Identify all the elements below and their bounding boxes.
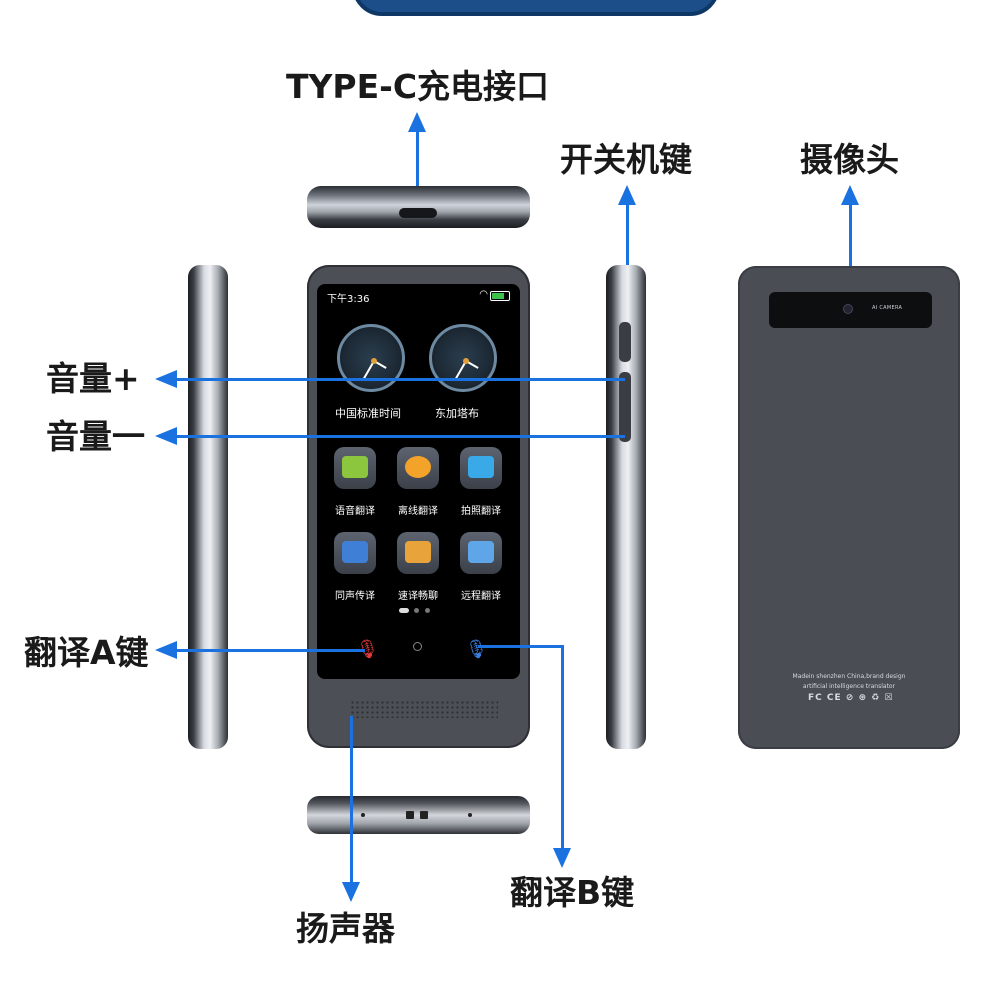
app-label: 拍照翻译 (461, 506, 501, 517)
app-label: 语音翻译 (335, 506, 375, 517)
app-label: 远程翻译 (461, 591, 501, 602)
typec-label: TYPE-C充电接口 (286, 67, 550, 106)
camera-line (849, 203, 852, 303)
app-label: 离线翻译 (398, 506, 438, 517)
messages-icon (405, 541, 431, 563)
mic-b-icon[interactable]: 🎙 (465, 639, 488, 660)
clock-icon (429, 324, 497, 392)
typec-line (416, 130, 419, 210)
clock-name-1: 中国标准时间 (335, 407, 401, 420)
vol-down-arrow (155, 427, 177, 445)
app-offline-translate[interactable] (397, 447, 439, 489)
translate-b-line-v (561, 645, 564, 850)
clock-name-2: 东加塔布 (435, 407, 479, 420)
app-photo-translate[interactable] (460, 447, 502, 489)
vol-down-line (175, 435, 625, 438)
phone-screen: 下午3:36 ◠ 中国标准时间 东加塔布 语音翻译 离线翻译 拍照翻译 同声传译… (317, 284, 520, 679)
back-text-line1: Madein shenzhen China,brand design (792, 673, 906, 680)
chat-bubble-icon (342, 456, 368, 478)
headset-icon (342, 541, 368, 563)
wifi-icon: ◠ (479, 289, 488, 300)
speaker-arrow (342, 882, 360, 902)
power-label: 开关机键 (560, 140, 692, 179)
certification-marks: FC CE ⊘ ⊛ ♻ ☒ (808, 693, 894, 703)
globe-icon (405, 456, 431, 478)
typec-arrow (408, 112, 426, 132)
translate-b-line-h (478, 645, 563, 648)
battery-icon (490, 291, 510, 301)
mic-hole (361, 813, 365, 817)
speaker-grille (350, 700, 498, 718)
power-line (626, 203, 629, 321)
power-arrow (618, 185, 636, 205)
camera-text: AI CAMERA (872, 305, 903, 311)
camera-label: 摄像头 (800, 140, 899, 179)
vol-up-arrow (155, 370, 177, 388)
power-button[interactable] (619, 322, 631, 362)
speaker-line (350, 716, 353, 884)
app-label: 同声传译 (335, 591, 375, 602)
home-icon[interactable] (413, 642, 422, 651)
status-time: 下午3:36 (327, 294, 370, 305)
volume-rocker[interactable] (619, 372, 631, 442)
page-indicator (414, 608, 419, 613)
translate-a-arrow (155, 641, 177, 659)
app-simultaneous[interactable] (334, 532, 376, 574)
page-indicator (425, 608, 430, 613)
clock-icon (337, 324, 405, 392)
translate-b-arrow (553, 848, 571, 868)
mic-a-icon[interactable]: 🎙 (356, 639, 379, 660)
back-text-line2: artificial intelligence translator (802, 683, 896, 690)
top-edge-view (307, 186, 530, 228)
vol-up-line (175, 378, 625, 381)
app-remote-translate[interactable] (460, 532, 502, 574)
left-side-view (188, 265, 228, 749)
camera-arrow (841, 185, 859, 205)
app-voice-translate[interactable] (334, 447, 376, 489)
camera-icon (468, 456, 494, 478)
header-banner (352, 0, 720, 16)
bottom-port (420, 811, 428, 819)
vol-up-label: 音量+ (46, 359, 140, 398)
speaker-label: 扬声器 (296, 909, 395, 948)
usb-c-port (399, 208, 437, 218)
vol-down-label: 音量一 (46, 417, 145, 456)
page-indicator-active (399, 608, 409, 613)
translate-a-line (175, 649, 365, 652)
camera-lens-icon (843, 304, 853, 314)
phone-back (738, 266, 960, 749)
bottom-edge-view (307, 796, 530, 834)
mic-hole (468, 813, 472, 817)
app-quick-chat[interactable] (397, 532, 439, 574)
bottom-port (406, 811, 414, 819)
app-label: 速译畅聊 (398, 591, 438, 602)
translate-b-label: 翻译B键 (510, 873, 635, 912)
document-icon (468, 541, 494, 563)
translate-a-label: 翻译A键 (24, 633, 149, 672)
